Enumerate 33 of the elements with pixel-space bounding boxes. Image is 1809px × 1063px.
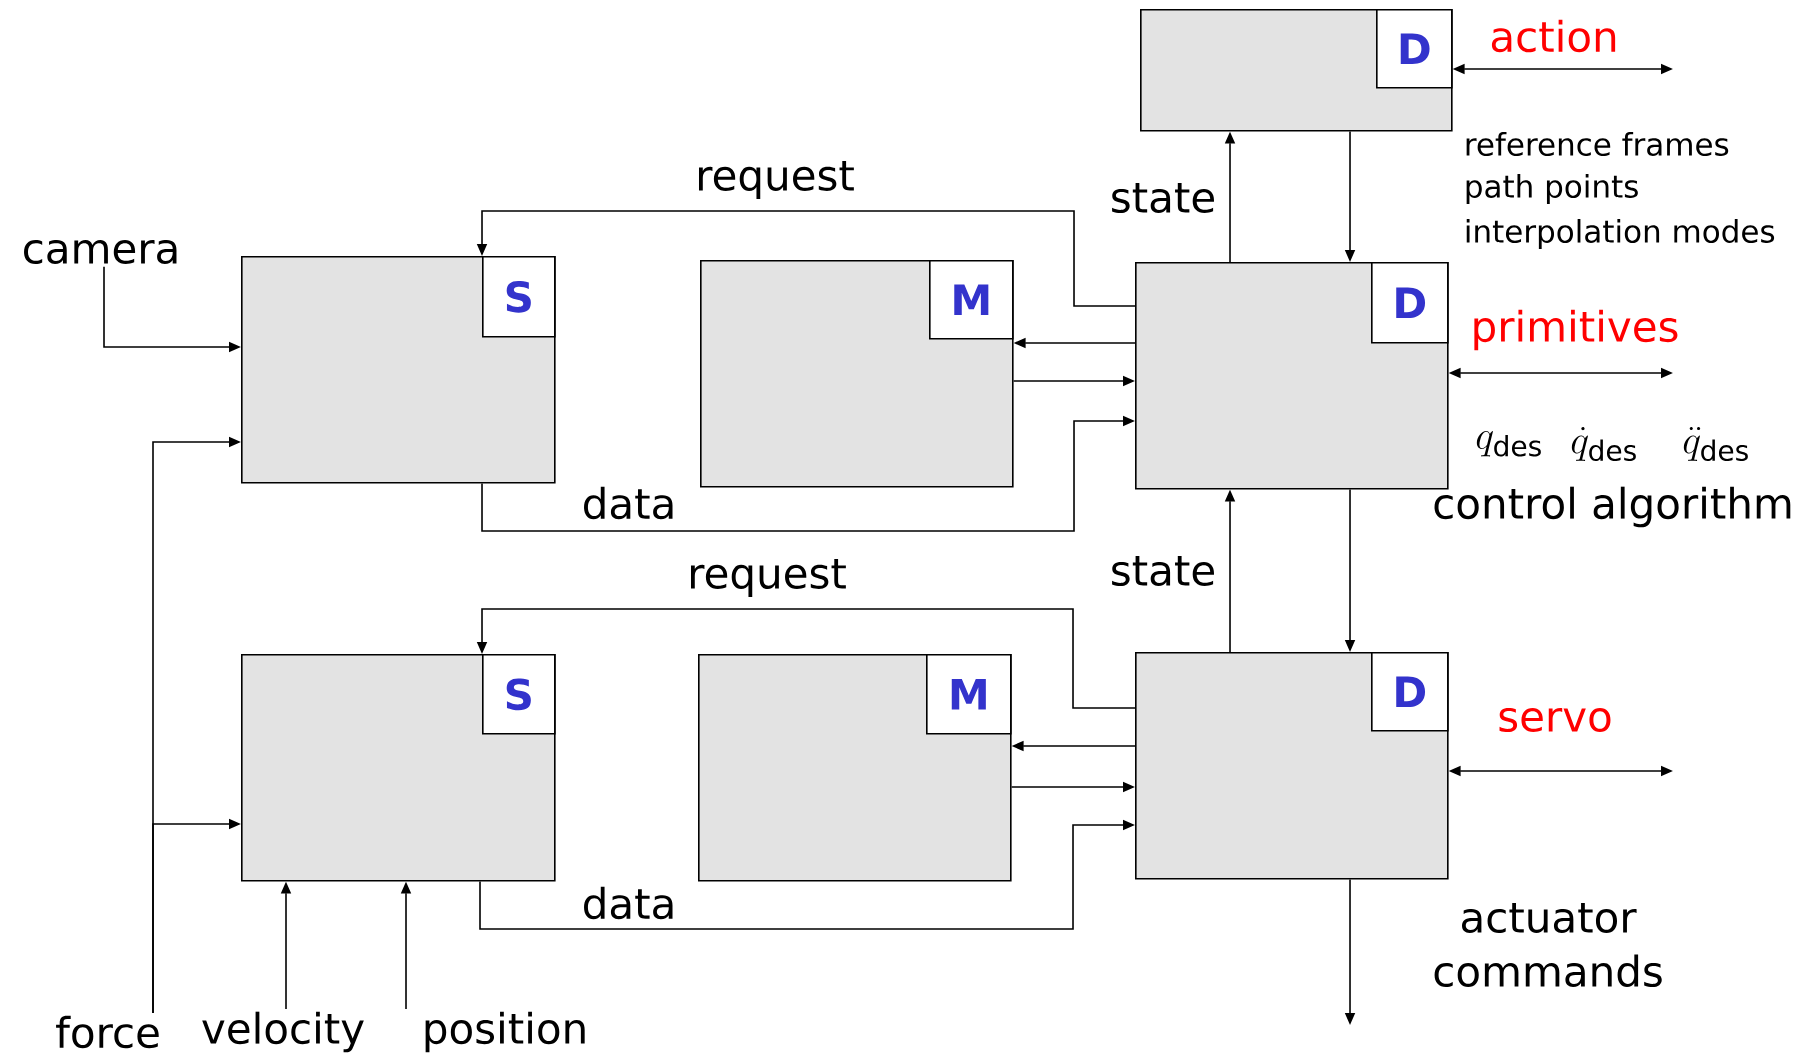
annotation-text: actuator commands (1434, 902, 1662, 988)
annotation-text: control algorithm (1434, 486, 1791, 528)
module-box (698, 654, 1012, 882)
module-box (241, 256, 556, 484)
letter-box: S (482, 256, 556, 338)
letter-box: M (926, 654, 1012, 735)
letter-box: D (1371, 652, 1449, 732)
edge-label: state (1108, 554, 1218, 588)
annotation-text: path points (1466, 174, 1638, 204)
letter-box: M (929, 260, 1014, 340)
letter-box: S (482, 654, 556, 735)
formula: $\ddot{q}_{\mathrm{des}}$ (1683, 426, 1748, 462)
edge-label: request (686, 557, 848, 599)
letter-box: D (1376, 9, 1453, 89)
module-box (241, 654, 556, 882)
module-box (1135, 652, 1449, 880)
edge-label: data (580, 485, 678, 521)
edge-label: request (694, 159, 856, 201)
input-label: velocity (202, 1011, 364, 1053)
letter-box: D (1371, 262, 1449, 344)
module-box (700, 260, 1014, 488)
edge-label: primitives (1469, 308, 1681, 352)
annotation-text: interpolation modes (1466, 219, 1775, 249)
annotation-text: reference frames (1466, 132, 1729, 156)
input-label: camera (24, 239, 177, 265)
edge-label: servo (1496, 706, 1614, 734)
edge-label: data (580, 885, 678, 921)
input-label: force (56, 1015, 159, 1049)
input-label: position (425, 1011, 585, 1053)
formula: $\dot{q}_{\mathrm{des}}$ (1571, 426, 1636, 462)
edge-label: state (1108, 181, 1218, 215)
formula: $q_{\mathrm{des}}$ (1476, 431, 1541, 457)
edge-label: action (1488, 18, 1620, 54)
